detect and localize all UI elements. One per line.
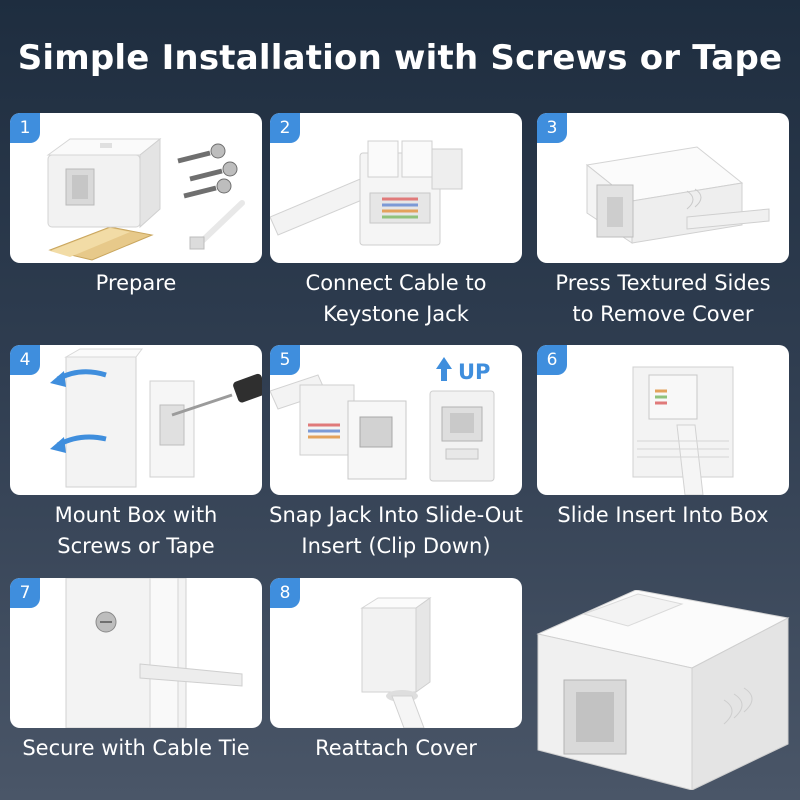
step-8-number-badge: 8 bbox=[270, 578, 300, 608]
screw-icon bbox=[177, 143, 238, 199]
screwdriver-icon bbox=[171, 373, 262, 417]
step-5-caption: Snap Jack Into Slide-Out Insert (Clip Do… bbox=[266, 500, 526, 562]
step-4-caption-line2: Screws or Tape bbox=[57, 534, 215, 558]
up-arrow-icon: UP bbox=[436, 357, 490, 384]
rj45-insert-front-icon bbox=[429, 390, 495, 482]
step-2-number-badge: 2 bbox=[270, 113, 300, 143]
reattached-cover-box-icon bbox=[360, 597, 432, 728]
keystone-jack-icon bbox=[359, 140, 463, 246]
page-title: Simple Installation with Screws or Tape bbox=[17, 38, 783, 78]
step-6-number-badge: 6 bbox=[537, 345, 567, 375]
slide-insert-box-icon bbox=[632, 366, 734, 495]
cable-tie-icon bbox=[189, 200, 245, 250]
step-7-caption-line1: Secure with Cable Tie bbox=[22, 736, 250, 760]
step-1-panel: 1 bbox=[10, 113, 262, 263]
step-3-caption-line1: Press Textured Sides bbox=[555, 271, 771, 295]
step-3-number-badge: 3 bbox=[537, 113, 567, 143]
step-8-panel: 8 bbox=[270, 578, 522, 728]
step-5-panel: UP 5 bbox=[270, 345, 522, 495]
step-7-number-badge: 7 bbox=[10, 578, 40, 608]
step-6-caption-line1: Slide Insert Into Box bbox=[557, 503, 769, 527]
step-1-caption-line1: Prepare bbox=[95, 271, 177, 295]
surface-mount-box-icon bbox=[46, 137, 162, 261]
step-2-caption: Connect Cable to Keystone Jack bbox=[266, 268, 526, 330]
step-3-caption-line2: to Remove Cover bbox=[572, 302, 754, 326]
step-8-caption-line1: Reattach Cover bbox=[315, 736, 477, 760]
step-4-number-badge: 4 bbox=[10, 345, 40, 375]
step-7-caption: Secure with Cable Tie bbox=[6, 733, 266, 764]
keystone-jack-insert-icon bbox=[270, 374, 407, 480]
step-7-panel: 7 bbox=[10, 578, 262, 728]
step-5-number-badge: 5 bbox=[270, 345, 300, 375]
step-8-caption: Reattach Cover bbox=[266, 733, 526, 764]
surface-mount-box-hero-icon bbox=[536, 590, 790, 790]
step-6-caption: Slide Insert Into Box bbox=[533, 500, 793, 531]
step-2-panel: 2 bbox=[270, 113, 522, 263]
step-4-panel: 4 bbox=[10, 345, 262, 495]
step-1-number-badge: 1 bbox=[10, 113, 40, 143]
step-4-caption-line1: Mount Box with bbox=[54, 503, 218, 527]
step-3-panel: 3 bbox=[537, 113, 789, 263]
step-3-caption: Press Textured Sides to Remove Cover bbox=[533, 268, 793, 330]
step-2-caption-line1: Connect Cable to bbox=[305, 271, 487, 295]
step-5-caption-line1: Snap Jack Into Slide-Out bbox=[269, 503, 523, 527]
curved-arrow-icon bbox=[50, 369, 107, 453]
step-1-caption: Prepare bbox=[6, 268, 266, 299]
cable-tie-secure-icon bbox=[65, 578, 243, 728]
step-6-panel: 6 bbox=[537, 345, 789, 495]
surface-mount-box-open-icon bbox=[585, 146, 770, 244]
step-2-caption-line2: Keystone Jack bbox=[323, 302, 469, 326]
up-label: UP bbox=[458, 360, 490, 384]
step-4-caption: Mount Box with Screws or Tape bbox=[6, 500, 266, 562]
step-5-caption-line2: Insert (Clip Down) bbox=[301, 534, 491, 558]
